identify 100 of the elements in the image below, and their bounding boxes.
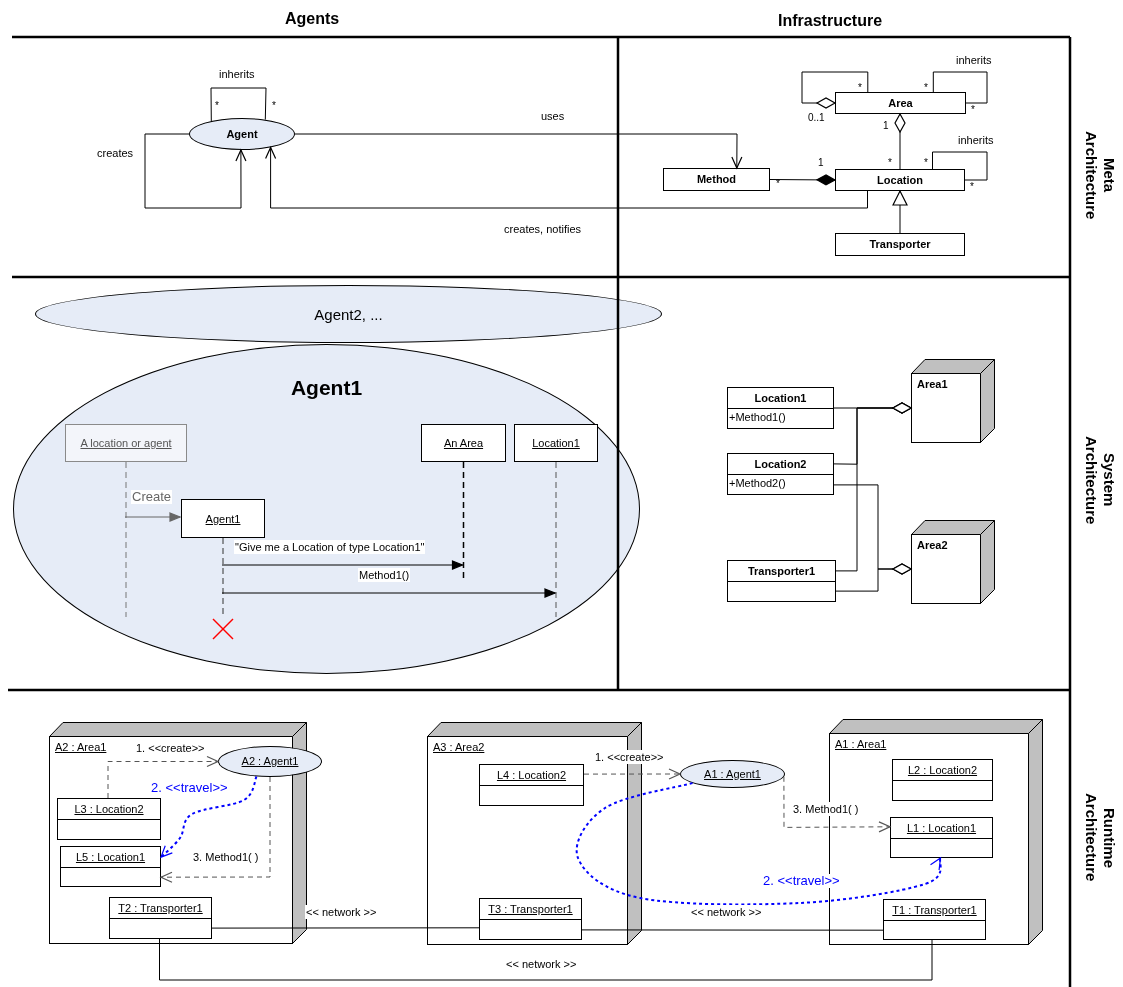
- object-box: [109, 897, 212, 939]
- edge-label: << network >>: [690, 905, 763, 919]
- node-cube: [911, 520, 995, 604]
- edge-label: 3. Method1( ): [192, 850, 260, 864]
- class-box: [835, 169, 965, 191]
- connector-line: [159, 938, 933, 981]
- object-name: T1 : Transporter1: [884, 900, 985, 921]
- edge-label: Method1(): [358, 568, 411, 582]
- multiplicity-label: *: [215, 100, 219, 111]
- multiplicity-label: *: [970, 181, 974, 192]
- connector-line: [581, 929, 884, 931]
- multiplicity-label: *: [924, 82, 928, 93]
- object-name: A location or agent: [65, 424, 187, 462]
- node-label: A1 : Agent1: [704, 767, 761, 781]
- edge-label: << network >>: [305, 905, 378, 919]
- multiplicity-label: *: [272, 100, 276, 111]
- connector-line: [932, 71, 988, 104]
- dashed-arrow: [160, 776, 271, 883]
- agent-title: Agent2, ...: [314, 305, 383, 324]
- edge-label: "Give me a Location of type Location1": [234, 540, 426, 554]
- arrow: [221, 560, 464, 570]
- object-name: L4 : Location2: [480, 765, 583, 786]
- multiplicity-label: *: [924, 157, 928, 168]
- object-name: L1 : Location1: [891, 818, 992, 839]
- object-box: [479, 898, 582, 940]
- multiplicity-label: 1: [818, 157, 824, 168]
- row-header: System Architecture: [1082, 434, 1118, 527]
- class-name: Location: [877, 173, 923, 187]
- object-name: T3 : Transporter1: [480, 899, 581, 920]
- class-name: Transporter1: [728, 561, 835, 582]
- dashed-arrow: [575, 782, 943, 906]
- object-name: L3 : Location2: [58, 799, 160, 820]
- row-header: Runtime Architecture: [1082, 792, 1118, 884]
- edge-label: 2. <<travel>>: [762, 874, 841, 888]
- arrow: [294, 133, 743, 169]
- node-label: Agent: [226, 127, 258, 141]
- node-title: Area1: [917, 378, 948, 391]
- lifeline: [181, 499, 265, 641]
- class-name: Transporter: [869, 238, 931, 251]
- object-name: L5 : Location1: [61, 847, 160, 868]
- class-name: Method: [696, 173, 737, 186]
- dashed-arrow: [160, 775, 258, 859]
- object-box: [57, 798, 161, 840]
- edge-label: 1. <<create>>: [594, 750, 665, 764]
- agent-title: Agent1: [290, 375, 363, 400]
- class-box: [663, 168, 770, 191]
- object-box: [890, 817, 993, 858]
- connector-line: [932, 151, 988, 181]
- multiplicity-label: *: [858, 82, 862, 93]
- node-title: A2 : Area1: [55, 741, 107, 754]
- arrow: [221, 588, 556, 598]
- class-box: [727, 387, 834, 429]
- column-header: Agents: [285, 9, 340, 28]
- edge-label: inherits: [957, 133, 995, 147]
- method-text: +Method1(): [728, 410, 787, 424]
- node-label: A2 : Agent1: [241, 755, 299, 768]
- connector-line: [210, 87, 267, 122]
- edge-label: creates, notifies: [503, 222, 583, 236]
- class-box: [835, 233, 965, 256]
- edge-label: << network >>: [505, 957, 578, 971]
- multiplicity-label: *: [888, 157, 892, 168]
- object-name: An Area: [421, 424, 506, 462]
- node-title: A3 : Area2: [433, 741, 485, 754]
- object-name: Agent1: [181, 499, 265, 538]
- arrow: [144, 133, 247, 209]
- edge-label: Create: [131, 490, 173, 504]
- multiplicity-label: *: [971, 104, 975, 115]
- edge-label: inherits: [955, 53, 993, 67]
- lifeline: [514, 424, 598, 617]
- dashed-arrow: [107, 755, 219, 799]
- lifeline: [65, 424, 187, 617]
- node-cube: [911, 359, 995, 443]
- class-name: Location2: [728, 454, 833, 475]
- node-title: A1 : Area1: [835, 738, 887, 751]
- row-header: Meta Architecture: [1082, 129, 1118, 222]
- connector-line: [211, 927, 480, 929]
- arrow: [124, 512, 181, 522]
- dashed-arrow: [783, 776, 891, 833]
- object-box: [479, 764, 584, 806]
- node-cube: [49, 722, 307, 944]
- object-name: L2 : Location2: [893, 760, 992, 781]
- ellipse-node: [680, 760, 785, 788]
- arrow: [265, 146, 868, 209]
- class-box: [727, 560, 836, 602]
- class-box: [727, 453, 834, 495]
- multiplicity-label: 0..1: [808, 112, 825, 123]
- object-box: [892, 759, 993, 801]
- dashed-arrow: [583, 768, 681, 780]
- class-name: Location1: [728, 388, 833, 409]
- method-text: +Method2(): [728, 476, 787, 490]
- object-name: T2 : Transporter1: [110, 898, 211, 919]
- multiplicity-label: *: [776, 178, 780, 189]
- class-box: [835, 92, 966, 114]
- column-header: Infrastructure: [778, 11, 883, 30]
- arrow: [892, 190, 908, 234]
- object-name: Location1: [514, 424, 598, 462]
- object-box: [60, 846, 161, 887]
- edge-label: 1. <<create>>: [135, 741, 206, 755]
- node-title: Area2: [917, 539, 948, 552]
- edge-label: 3. Method1( ): [792, 802, 860, 816]
